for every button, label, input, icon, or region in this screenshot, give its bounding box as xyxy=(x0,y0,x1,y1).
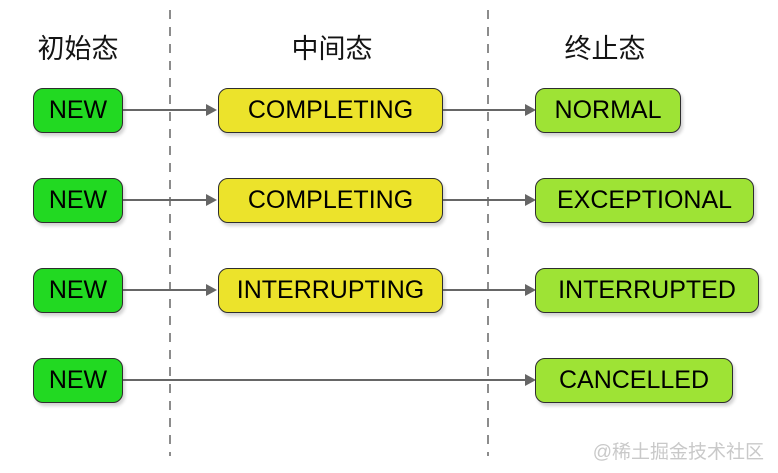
arrowhead-icon xyxy=(525,194,536,206)
state-box-new-4: NEW xyxy=(33,358,123,403)
state-box-cancelled: CANCELLED xyxy=(535,358,733,403)
state-box-interrupting: INTERRUPTING xyxy=(218,268,443,313)
arrow-new-to-interrupting xyxy=(123,284,217,296)
arrow-shaft xyxy=(443,289,527,291)
state-box-exceptional: EXCEPTIONAL xyxy=(535,178,754,223)
state-box-new-3: NEW xyxy=(33,268,123,313)
arrow-shaft xyxy=(123,199,208,201)
arrow-shaft xyxy=(123,109,208,111)
arrowhead-icon xyxy=(206,194,217,206)
column-divider-right xyxy=(487,10,489,456)
state-box-completing-1: COMPLETING xyxy=(218,88,443,133)
watermark-text: @稀土掘金技术社区 xyxy=(592,442,764,463)
arrow-new-to-cancelled xyxy=(123,374,536,386)
column-header-terminal: 终止态 xyxy=(564,34,646,64)
state-box-interrupted: INTERRUPTED xyxy=(535,268,759,313)
arrow-shaft xyxy=(123,379,527,381)
column-divider-left xyxy=(169,10,171,456)
arrow-shaft xyxy=(443,199,527,201)
arrowhead-icon xyxy=(525,104,536,116)
arrowhead-icon xyxy=(206,284,217,296)
arrow-shaft xyxy=(443,109,527,111)
arrowhead-icon xyxy=(206,104,217,116)
arrowhead-icon xyxy=(525,284,536,296)
arrow-completing-to-exceptional xyxy=(443,194,536,206)
arrow-new-to-completing-1 xyxy=(123,104,217,116)
arrow-completing-to-normal xyxy=(443,104,536,116)
arrow-shaft xyxy=(123,289,208,291)
state-box-completing-2: COMPLETING xyxy=(218,178,443,223)
state-box-new-2: NEW xyxy=(33,178,123,223)
state-box-new-1: NEW xyxy=(33,88,123,133)
arrow-new-to-completing-2 xyxy=(123,194,217,206)
state-box-normal: NORMAL xyxy=(535,88,681,133)
arrow-interrupting-to-interrupted xyxy=(443,284,536,296)
column-header-intermediate: 中间态 xyxy=(291,34,373,64)
arrowhead-icon xyxy=(525,374,536,386)
column-header-initial: 初始态 xyxy=(37,34,119,64)
